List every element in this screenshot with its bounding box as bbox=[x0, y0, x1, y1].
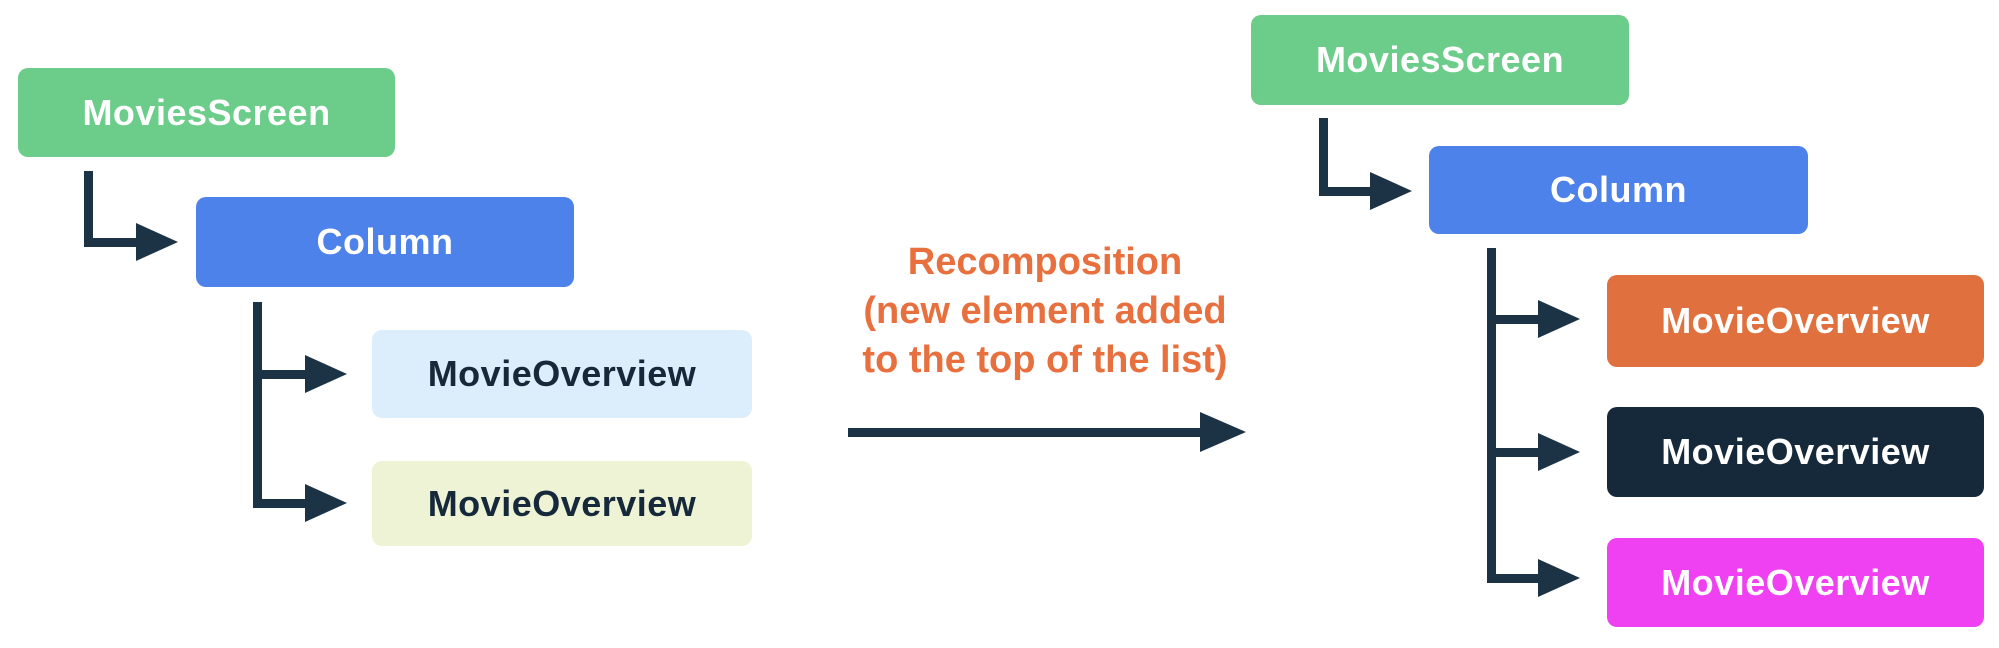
node-label: MoviesScreen bbox=[1315, 39, 1565, 80]
transition-arrow-head-icon bbox=[1200, 412, 1246, 452]
node-movie-overview-right-2: MovieOverview bbox=[1607, 407, 1984, 497]
connector-line bbox=[1487, 248, 1496, 582]
connector-line bbox=[253, 302, 262, 508]
node-label: MovieOverview bbox=[1661, 300, 1930, 341]
arrow-head-icon bbox=[1538, 433, 1580, 471]
arrow-head-icon bbox=[136, 223, 178, 261]
node-movie-overview-right-1: MovieOverview bbox=[1607, 275, 1984, 367]
node-label: MovieOverview bbox=[1661, 431, 1930, 472]
node-label: Column bbox=[1550, 169, 1687, 210]
arrow-head-icon bbox=[305, 484, 347, 522]
arrow-head-icon bbox=[1538, 559, 1580, 597]
transition-arrow-line bbox=[848, 428, 1206, 437]
connector-line bbox=[84, 171, 93, 247]
node-label: Column bbox=[316, 221, 454, 262]
connector-line bbox=[1487, 448, 1547, 457]
connector-line bbox=[1319, 187, 1379, 196]
caption-line-2: (new element added bbox=[863, 290, 1227, 332]
connector-line bbox=[1319, 118, 1328, 196]
node-movies-screen-right: MoviesScreen bbox=[1251, 15, 1629, 105]
caption-line-3: to the top of the list) bbox=[862, 339, 1228, 381]
node-label: MoviesScreen bbox=[82, 91, 331, 133]
node-column-right: Column bbox=[1429, 146, 1808, 234]
arrow-head-icon bbox=[1370, 172, 1412, 210]
node-label: MovieOverview bbox=[427, 353, 697, 394]
connector-line bbox=[253, 499, 313, 508]
arrow-head-icon bbox=[305, 355, 347, 393]
node-column-left: Column bbox=[196, 197, 574, 287]
node-movies-screen-left: MoviesScreen bbox=[18, 68, 395, 157]
node-movie-overview-left-1: MovieOverview bbox=[372, 330, 752, 418]
node-label: MovieOverview bbox=[1661, 561, 1930, 603]
connector-line bbox=[1487, 315, 1547, 324]
connector-line bbox=[1487, 574, 1547, 583]
connector-line bbox=[253, 370, 313, 379]
node-label: MovieOverview bbox=[427, 482, 697, 524]
caption-line-1: Recomposition bbox=[907, 241, 1183, 283]
connector-line bbox=[84, 238, 142, 247]
node-movie-overview-right-3: MovieOverview bbox=[1607, 538, 1984, 627]
node-movie-overview-left-2: MovieOverview bbox=[372, 461, 752, 546]
recomposition-caption: Recomposition (new element added to the … bbox=[795, 238, 1295, 385]
arrow-head-icon bbox=[1538, 300, 1580, 338]
